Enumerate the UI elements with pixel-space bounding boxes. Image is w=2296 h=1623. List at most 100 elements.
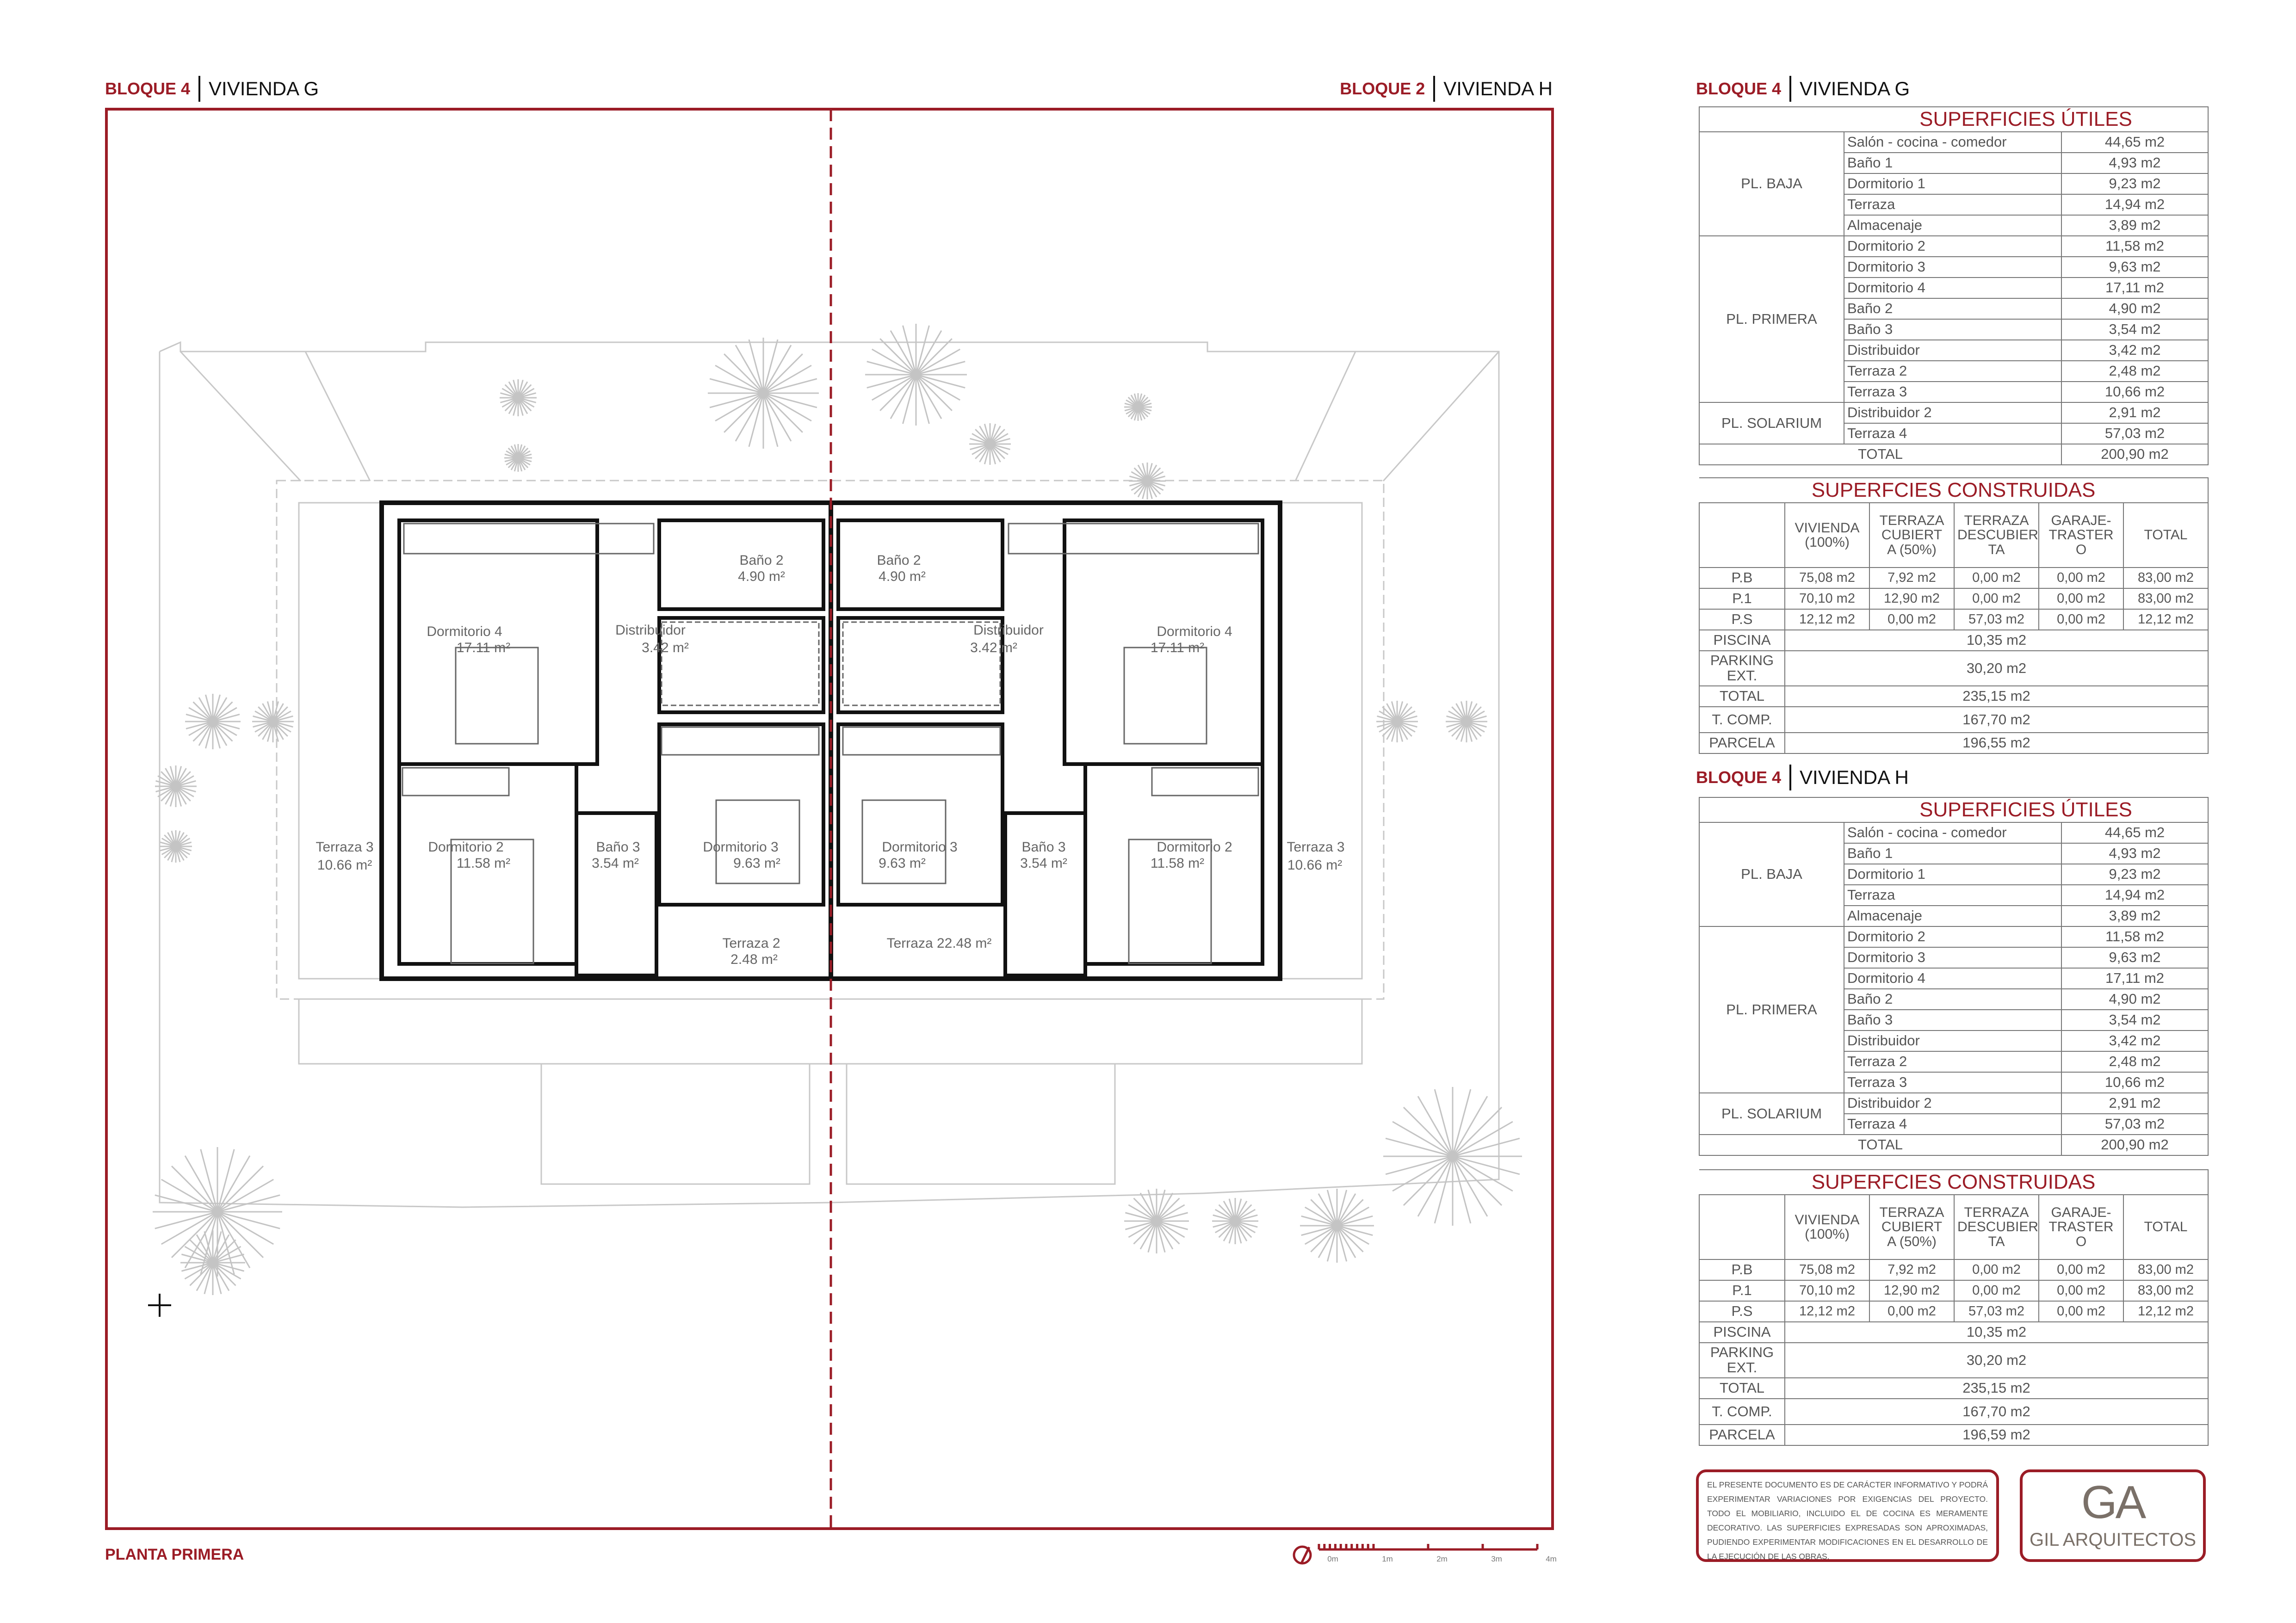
room-area: 10.66 m² (317, 858, 372, 873)
room-area: 4,93 m2 (2061, 152, 2209, 174)
room-name: Terraza 4 (1844, 423, 2062, 444)
tree-icon (969, 423, 1011, 465)
room-name: Terraza 2 (722, 936, 780, 951)
area-value: 75,08 m2 (1784, 1259, 1870, 1281)
room-area: 4,90 m2 (2061, 298, 2209, 320)
room-area: 9,23 m2 (2061, 173, 2209, 195)
title-row: SUPERFICIES ÚTILES (1699, 797, 2209, 823)
room-name: Dormitorio 4 (1844, 277, 2062, 299)
room-area: 2,48 m2 (2061, 360, 2209, 382)
logo-mark: GA (2081, 1476, 2146, 1528)
summary-value: 10,35 m2 (1784, 1321, 2209, 1343)
vivienda-label: VIVIENDA H (1443, 78, 1553, 99)
area-value: 0,00 m2 (1954, 567, 2039, 589)
room-name: Dormitorio 3 (1844, 947, 2062, 969)
bloque-label: BLOQUE 4 (1696, 79, 1782, 98)
area-value: 0,00 m2 (2038, 1301, 2124, 1322)
column-header: TERRAZA DESCUBIER TA (1954, 1194, 2039, 1260)
room-area: 3,89 m2 (2061, 215, 2209, 236)
room-name: Baño 1 (1844, 152, 2062, 174)
area-value: 7,92 m2 (1869, 567, 1955, 589)
room-area: 10.66 m² (1287, 858, 1342, 873)
area-value: 0,00 m2 (2038, 588, 2124, 610)
column-header: VIVIENDA (100%) (1784, 502, 1870, 568)
summary-value: 30,20 m2 (1784, 650, 2209, 686)
room-name: Dormitorio 2 (1157, 839, 1232, 855)
room-name: Baño 1 (1844, 843, 2062, 864)
room-area: 57,03 m2 (2061, 1113, 2209, 1135)
scale-label: 1m (1382, 1555, 1393, 1563)
summary-label: PARKING EXT. (1699, 1342, 1785, 1378)
area-value: 0,00 m2 (2038, 1280, 2124, 1302)
summary-label: PARCELA (1699, 732, 1785, 754)
room-area: 9.63 m² (733, 856, 780, 871)
room-name: Dormitorio 4 (427, 624, 502, 639)
room-name: Terraza 22.48 m² (887, 936, 992, 951)
room-name: Dormitorio 4 (1157, 624, 1232, 639)
bloque-label: BLOQUE 2 (1340, 79, 1425, 98)
area-value: 12,90 m2 (1869, 588, 1955, 610)
room-area: 2,91 m2 (2061, 1092, 2209, 1114)
disclaimer: EL PRESENTE DOCUMENTO ES DE CARÁCTER INF… (1696, 1469, 1999, 1562)
room-name: Baño 3 (1844, 319, 2062, 340)
room-name: Baño 2 (739, 553, 783, 568)
floor-label: P.S (1699, 609, 1785, 630)
floor-label: PL. SOLARIUM (1699, 402, 1844, 444)
room-area: 10,66 m2 (2061, 1072, 2209, 1093)
room-name: Distribuidor 2 (1844, 402, 2062, 424)
tree-icon (865, 324, 967, 426)
furniture (402, 523, 1259, 964)
divider (1433, 76, 1436, 102)
site-context (159, 341, 1500, 1208)
floor-label: P.B (1699, 567, 1785, 589)
table-title-spacer (1699, 797, 1844, 823)
summary-label: PARKING EXT. (1699, 650, 1785, 686)
area-value: 0,00 m2 (2038, 567, 2124, 589)
room-name: Terraza (1844, 884, 2062, 906)
area-value: 12,12 m2 (1784, 1301, 1870, 1322)
column-header: TERRAZA DESCUBIER TA (1954, 502, 2039, 568)
column-header: VIVIENDA (100%) (1784, 1194, 1870, 1260)
area-value: 0,00 m2 (1954, 588, 2039, 610)
summary-row: PARKING EXT.30,20 m2 (1699, 650, 2209, 686)
room-name: Dormitorio 2 (1844, 235, 2062, 257)
total-value: 200,90 m2 (2061, 1134, 2209, 1156)
divider (1789, 765, 1792, 790)
room-area: 9,23 m2 (2061, 864, 2209, 885)
room-area: 11,58 m2 (2061, 926, 2209, 948)
title-row: SUPERFCIES CONSTRUIDAS (1699, 477, 2209, 503)
scale-label: 4m (1546, 1555, 1557, 1563)
summary-value: 167,70 m2 (1784, 1398, 2209, 1425)
room-name: Terraza 3 (316, 839, 373, 855)
tree-icon (708, 338, 819, 449)
room-name: Distribuidor 2 (1844, 1092, 2062, 1114)
room-area: 44,65 m2 (2061, 822, 2209, 844)
floor-label: P.1 (1699, 588, 1785, 610)
room-area: 17,11 m2 (2061, 277, 2209, 299)
room-name: Distribuidor (973, 623, 1044, 638)
room-name: Dormitorio 2 (1844, 926, 2062, 948)
summary-label: TOTAL (1699, 685, 1785, 707)
summary-value: 235,15 m2 (1784, 685, 2209, 707)
summary-label: TOTAL (1699, 1377, 1785, 1399)
tree-icon (1124, 1189, 1189, 1253)
column-header: TOTAL (2123, 502, 2209, 568)
logo-name: GIL ARQUITECTOS (2029, 1530, 2197, 1550)
room-area: 3,54 m2 (2061, 319, 2209, 340)
